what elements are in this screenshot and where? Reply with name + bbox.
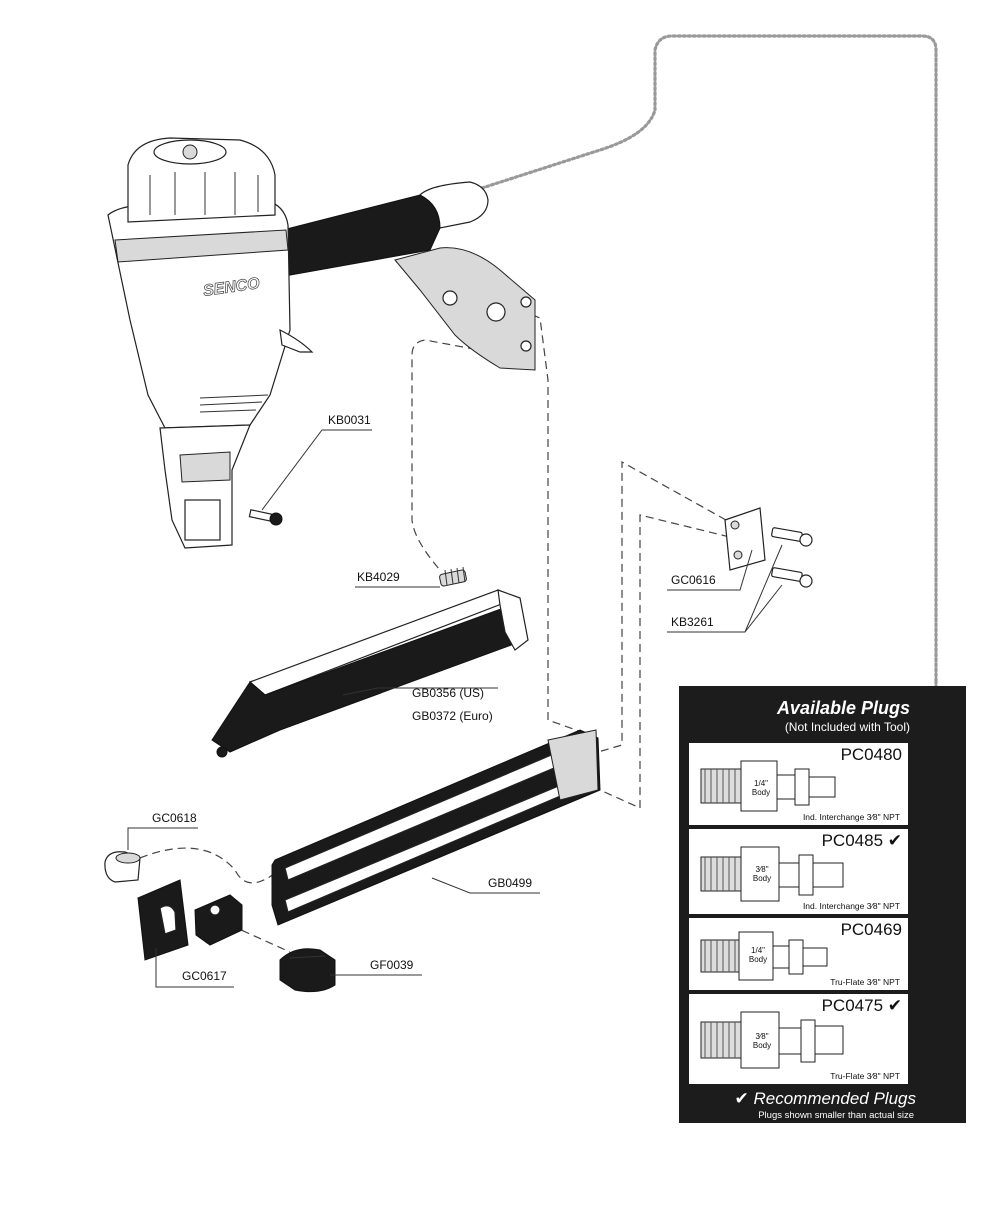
plug-code: PC0469 — [840, 920, 902, 939]
plugs-panel-subtitle: (Not Included with Tool) — [784, 720, 910, 734]
label-kb3261: KB3261 — [671, 615, 714, 629]
plug-body: Body — [751, 788, 771, 797]
recommended-plugs-label: ✔ Recommended Plugs — [734, 1089, 917, 1108]
plug-caption: Ind. Interchange 3⁄8" NPT — [802, 901, 900, 911]
label-gc0618: GC0618 — [152, 811, 197, 825]
label-kb4029: KB4029 — [357, 570, 400, 584]
available-plugs-panel: Available Plugs (Not Included with Tool)… — [679, 686, 966, 1123]
plug-card-pc0475: PC0475 ✔ 3⁄8" Body Tru-Flate 3⁄8" NPT — [689, 994, 908, 1084]
plug-size: 3⁄8" — [755, 865, 769, 874]
plug-size: 3⁄8" — [755, 1032, 769, 1041]
label-gc0616: GC0616 — [671, 573, 716, 587]
plugs-size-note: Plugs shown smaller than actual size — [758, 1110, 914, 1121]
gc0618-clip — [104, 851, 141, 883]
label-gb0372: GB0372 (Euro) — [412, 709, 493, 723]
plug-body: Body — [752, 874, 772, 883]
plug-caption: Tru-Flate 3⁄8" NPT — [830, 977, 900, 987]
plug-card-pc0480: PC0480 1/4" Body Ind. Interchange 3⁄8" N… — [689, 743, 908, 825]
plug-pc0475-icon — [700, 1011, 844, 1069]
plug-pc0485-icon — [700, 846, 844, 902]
plug-code: PC0480 — [840, 745, 902, 764]
plug-pc0469-icon — [700, 931, 828, 981]
kb4029-spring — [439, 566, 467, 587]
gc0616-latch — [724, 507, 766, 571]
plug-code: PC0475 ✔ — [821, 996, 902, 1015]
plug-body: Body — [752, 1041, 772, 1050]
plug-code: PC0485 ✔ — [821, 831, 902, 850]
air-hose-dotted-line — [480, 34, 938, 682]
plug-card-pc0485: PC0485 ✔ 3⁄8" Body Ind. Interchange 3⁄8"… — [689, 829, 908, 914]
gc0617-bracket — [137, 879, 243, 961]
label-gb0499: GB0499 — [488, 876, 532, 890]
stapler-tool — [107, 137, 536, 549]
plugs-panel-title: Available Plugs — [776, 698, 910, 718]
gb0356-pusher — [211, 589, 529, 758]
plug-size: 1/4" — [754, 779, 768, 788]
kb0031-screw — [248, 509, 283, 526]
label-gc0617: GC0617 — [182, 969, 227, 983]
label-gb0356: GB0356 (US) — [412, 686, 484, 700]
plug-size: 1/4" — [751, 946, 765, 955]
plug-body: Body — [748, 955, 768, 964]
label-kb0031: KB0031 — [328, 413, 371, 427]
plug-pc0480-icon — [700, 760, 836, 812]
plug-card-pc0469: PC0469 1/4" Body Tru-Flate 3⁄8" NPT — [689, 918, 908, 990]
label-gf0039: GF0039 — [370, 958, 414, 972]
gf0039-cap — [279, 948, 336, 993]
plug-caption: Ind. Interchange 3⁄8" NPT — [802, 812, 900, 822]
plug-caption: Tru-Flate 3⁄8" NPT — [830, 1071, 900, 1081]
kb3261-screws — [771, 527, 813, 588]
gb0499-magazine — [271, 729, 601, 926]
